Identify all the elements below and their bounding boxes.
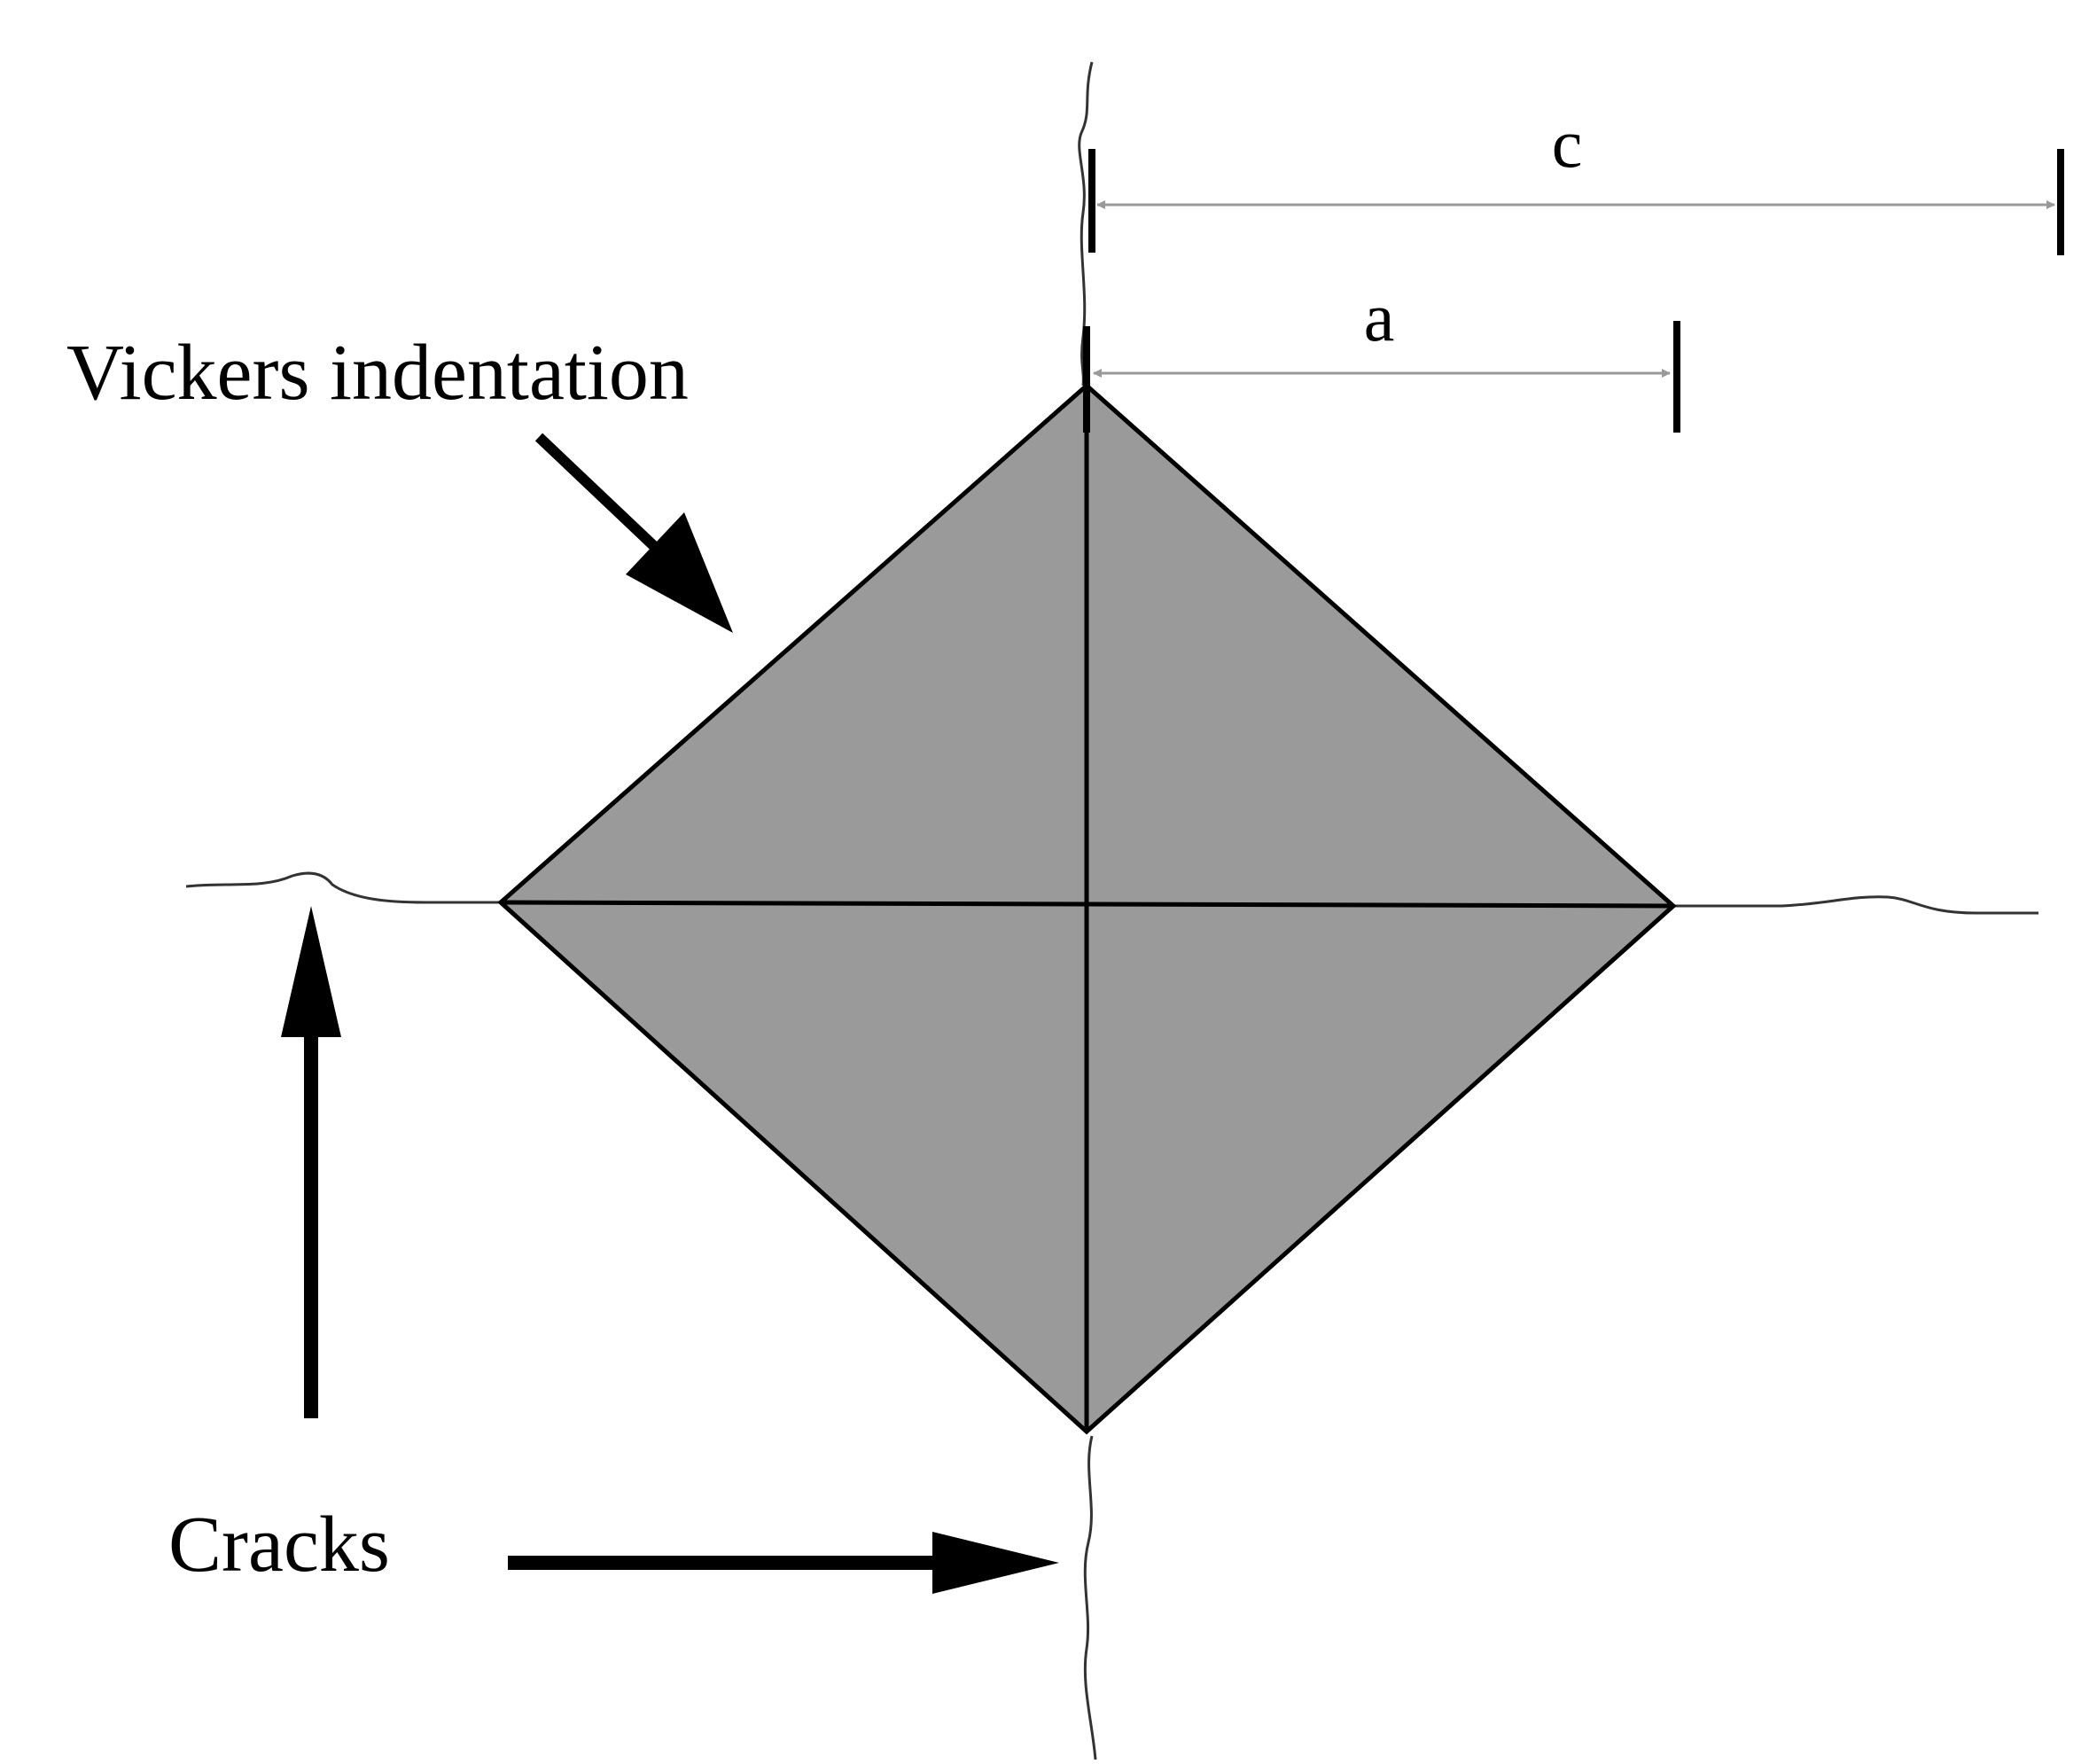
indentation-diagonal-horizontal [500, 900, 1674, 909]
indentation-pointer-arrow [534, 433, 733, 633]
crack-top [1078, 61, 1094, 386]
crack-right [1673, 895, 2038, 915]
cracks-label: Cracks [168, 1501, 390, 1588]
cracks-pointer-arrow-up [281, 906, 341, 1418]
crack-left [185, 871, 501, 904]
indentation-label: Vickers indentation [66, 329, 689, 417]
cracks-pointer-arrow-right [508, 1532, 1059, 1594]
crack-bottom [1083, 1435, 1097, 1760]
dimension-c-label: c [1552, 105, 1583, 182]
dimension-a-label: a [1364, 278, 1395, 355]
